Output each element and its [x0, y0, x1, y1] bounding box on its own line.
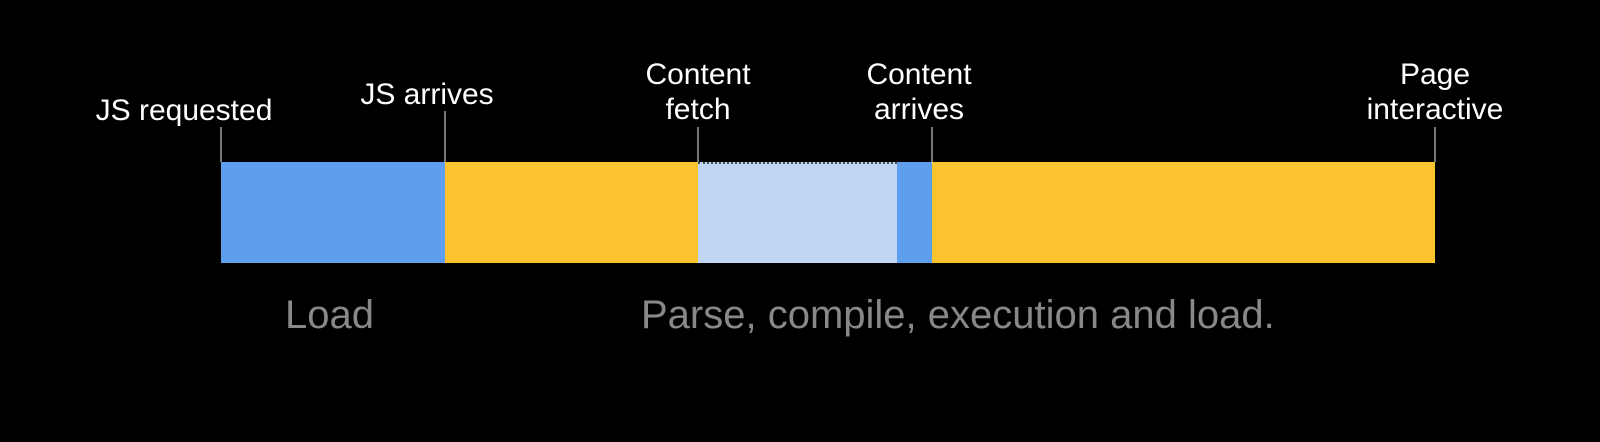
timeline-segment-content-fetch [698, 162, 897, 263]
milestone-label-js-requested: JS requested [95, 94, 273, 127]
milestone-tick-content-fetch [697, 127, 699, 162]
milestone-label-content-fetch: Content fetch [645, 58, 751, 126]
caption-parse: Parse, compile, execution and load. [641, 293, 1275, 337]
milestone-tick-page-interactive [1434, 127, 1436, 162]
milestone-tick-js-arrives [444, 111, 446, 162]
caption-load: Load [285, 293, 374, 337]
timeline-segment-js-download [221, 162, 445, 263]
milestone-label-js-arrives: JS arrives [360, 78, 494, 111]
milestone-tick-js-requested [220, 127, 222, 162]
milestone-label-content-arrives: Content arrives [866, 58, 972, 126]
milestone-label-page-interactive: Page interactive [1366, 58, 1504, 126]
milestone-tick-content-arrives [931, 127, 933, 162]
timeline-segment-parse-before [445, 162, 698, 263]
timeline-segment-parse-after [932, 162, 1435, 263]
timeline-segment-content-download [897, 162, 932, 263]
